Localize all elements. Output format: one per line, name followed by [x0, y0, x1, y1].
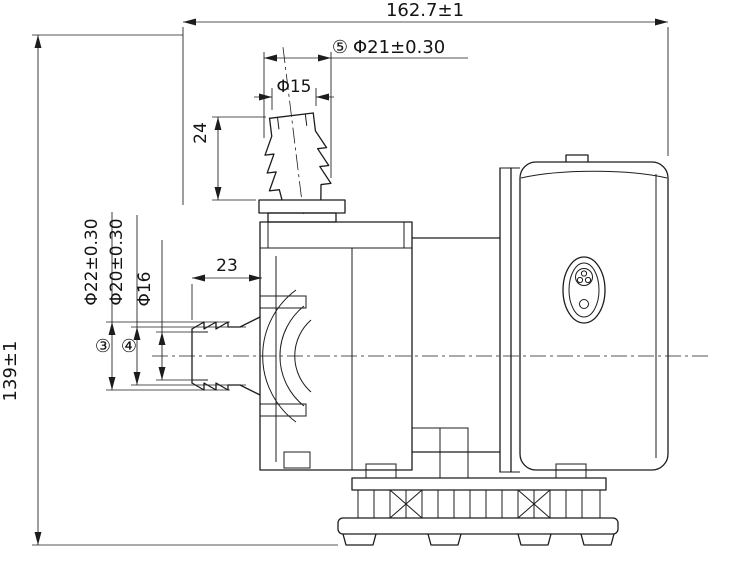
dim-inlet-barb-dia: [106, 212, 230, 391]
overall-width-label: 162.7±1: [386, 0, 464, 21]
outlet-barb-dia-label: Φ21±0.30: [353, 37, 445, 58]
dim-inlet-bore-dia: [156, 240, 206, 381]
dim-inlet-length: [191, 274, 262, 320]
inlet-bore-dia-label: Φ16: [135, 271, 155, 306]
inlet-barb-dia-label: Φ22±0.30: [82, 218, 102, 305]
outlet-centerline: [282, 47, 304, 214]
pump-housing: [259, 221, 413, 471]
outlet-length-label: 24: [191, 122, 211, 144]
dim-inlet-tube-dia: [131, 215, 246, 386]
outlet-tip-dia-label: Φ15: [276, 77, 311, 97]
dim-outlet-tip-dia: [254, 88, 334, 110]
inlet-length-label: 23: [216, 256, 238, 276]
callout-4: ④: [121, 336, 137, 357]
base: [337, 463, 619, 546]
dimension-labels: 162.7±1 139±1 ⑤ Φ21±0.30 Φ15 24 23 Φ22±0…: [0, 0, 464, 401]
inlet-tube-dia-label: Φ20±0.30: [107, 218, 127, 305]
motor-bracket: [411, 167, 520, 478]
outlet-flange: [258, 199, 346, 223]
dim-overall-width: [182, 18, 669, 205]
dim-overall-height: [32, 34, 338, 546]
dimension-lines: [32, 18, 669, 546]
motor-body: [519, 154, 669, 471]
callout-3: ③: [95, 336, 111, 357]
motor-emblem: [562, 256, 606, 324]
dim-outlet-length: [212, 116, 266, 201]
callout-5: ⑤: [332, 37, 348, 58]
overall-height-label: 139±1: [0, 341, 21, 402]
outlet-fitting: [264, 47, 332, 214]
